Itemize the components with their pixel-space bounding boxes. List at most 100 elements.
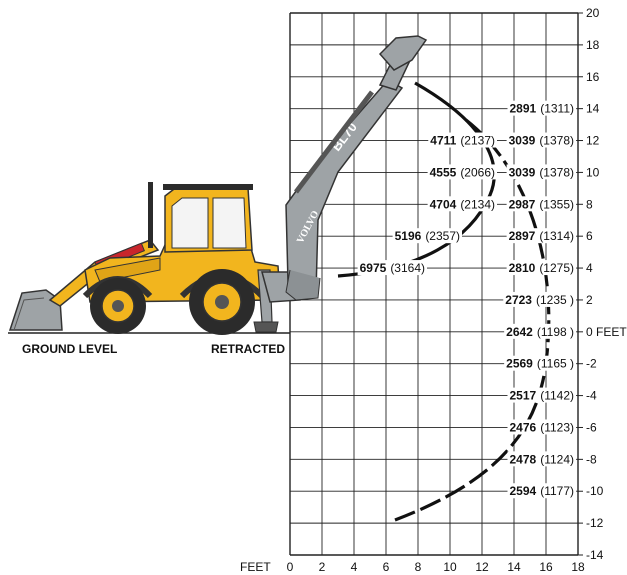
capacity-lb: 3039	[509, 165, 536, 179]
ground-level-label: GROUND LEVEL	[22, 342, 117, 356]
capacity-label-bg	[506, 260, 576, 276]
y-tick-label: 6	[586, 229, 593, 243]
capacity-kg: (1314)	[539, 229, 574, 243]
capacity-label-right: (1165 )2569	[504, 355, 576, 371]
capacity-label-bg	[428, 132, 497, 148]
capacity-kg: (3164)	[390, 261, 425, 275]
x-tick-label: 14	[507, 560, 521, 574]
capacity-kg: (1378)	[539, 165, 574, 179]
x-tick-label: 4	[351, 560, 358, 574]
y-tick-label: -10	[586, 484, 604, 498]
rear-wheel	[189, 269, 255, 335]
capacity-kg: (2134)	[460, 197, 495, 211]
capacity-lb: 2723	[505, 293, 532, 307]
y-tick-label: 4	[586, 261, 593, 275]
x-tick-label: 0	[287, 560, 294, 574]
capacity-label-bg	[506, 132, 576, 148]
y-tick-label: 0	[586, 325, 593, 339]
capacity-label-left: (2066)4555	[427, 164, 497, 180]
capacity-kg: (1378)	[539, 134, 574, 148]
capacity-kg: (1124)	[540, 452, 574, 466]
y-tick-label: -14	[586, 548, 604, 562]
chart-grid	[289, 12, 583, 556]
capacity-label-bg	[503, 291, 576, 307]
capacity-label-right: (1124)2478	[507, 451, 576, 467]
capacity-label-bg	[507, 483, 576, 499]
capacity-label-bg	[427, 196, 497, 212]
capacity-label-left: (2357)5196	[392, 228, 462, 244]
capacity-kg: (2357)	[425, 229, 460, 243]
y-tick-label: -8	[586, 452, 597, 466]
capacity-kg: (1355)	[539, 197, 574, 211]
capacity-lb: 2897	[509, 229, 536, 243]
capacity-label-bg	[392, 228, 462, 244]
exhaust-pipe	[148, 182, 153, 248]
y-tick-label: 2	[586, 293, 593, 307]
y-tick-label: 18	[586, 38, 600, 52]
x-tick-label: 10	[443, 560, 457, 574]
capacity-label-bg	[504, 323, 576, 339]
capacity-label-bg	[506, 196, 576, 212]
retracted-label: RETRACTED	[211, 342, 285, 356]
capacity-lb: 5196	[395, 229, 422, 243]
capacity-label-right: (1275)2810	[506, 260, 576, 276]
capacity-lb: 6975	[360, 261, 387, 275]
y-tick-label: -4	[586, 389, 597, 403]
capacity-label-bg	[427, 164, 497, 180]
y-tick-label: -6	[586, 420, 597, 434]
capacity-label-left: (2134)4704	[427, 196, 497, 212]
capacity-lb: 2642	[506, 325, 533, 339]
y-tick-label: -12	[586, 516, 604, 530]
capacity-kg: (2137)	[460, 134, 495, 148]
capacity-kg: (1177)	[540, 484, 574, 498]
y-tick-label: -2	[586, 357, 597, 371]
capacity-lb: 4711	[430, 134, 456, 148]
capacity-label-right: (1378)3039	[506, 164, 576, 180]
x-tick-label: 2	[319, 560, 326, 574]
y-tick-label: 12	[586, 134, 600, 148]
capacity-label-right: (1142)2517	[507, 387, 576, 403]
capacity-lb: 2517	[510, 389, 537, 403]
y-tick-label: 10	[586, 165, 600, 179]
capacity-label-bg	[507, 419, 576, 435]
capacity-kg: (1123)	[540, 420, 574, 434]
capacity-label-left: (2137) 4711	[428, 132, 497, 148]
capacity-label-right: (1123)2476	[507, 419, 576, 435]
capacity-label-bg	[507, 451, 576, 467]
capacity-lb: 4555	[430, 165, 457, 179]
y-tick-label: 8	[586, 197, 593, 211]
capacity-label-bg	[506, 164, 576, 180]
capacity-label-right: (1378)3039	[506, 132, 576, 148]
capacity-lb: 2594	[510, 484, 537, 498]
hoe-bucket	[378, 35, 428, 71]
x-tick-label: 18	[571, 560, 585, 574]
capacity-label-bg	[506, 228, 576, 244]
y-tick-label: 16	[586, 70, 600, 84]
capacity-lb: 3039	[509, 134, 536, 148]
capacity-kg: (2066)	[460, 165, 495, 179]
capacity-lb: 2478	[510, 452, 537, 466]
capacity-label-right: (1177)2594	[507, 483, 576, 499]
capacity-kg: (1311)	[540, 102, 574, 116]
cab-window	[171, 197, 209, 249]
capacity-lb: 4704	[430, 197, 457, 211]
capacity-label-right: (1314)2897	[506, 228, 576, 244]
x-tick-label: 6	[383, 560, 390, 574]
capacity-kg: (1198 )	[537, 325, 574, 339]
capacity-label-right: (1198 ) 2642	[504, 323, 576, 339]
y-tick-label: 20	[586, 6, 600, 20]
capacity-label-right: (1355)2987	[506, 196, 576, 212]
capacity-kg: (1275)	[539, 261, 574, 275]
capacity-label-bg	[357, 260, 427, 276]
x-tick-label: 16	[539, 560, 553, 574]
capacity-label-bg	[504, 355, 576, 371]
capacity-label-bg	[507, 100, 576, 116]
y-tick-label: 14	[586, 102, 600, 116]
y-axis-unit-label: FEET	[596, 325, 627, 339]
capacity-kg: (1165 )	[537, 357, 574, 371]
x-tick-label: 12	[475, 560, 489, 574]
capacity-lb: 2891	[510, 102, 537, 116]
boom-cylinder	[294, 90, 374, 194]
